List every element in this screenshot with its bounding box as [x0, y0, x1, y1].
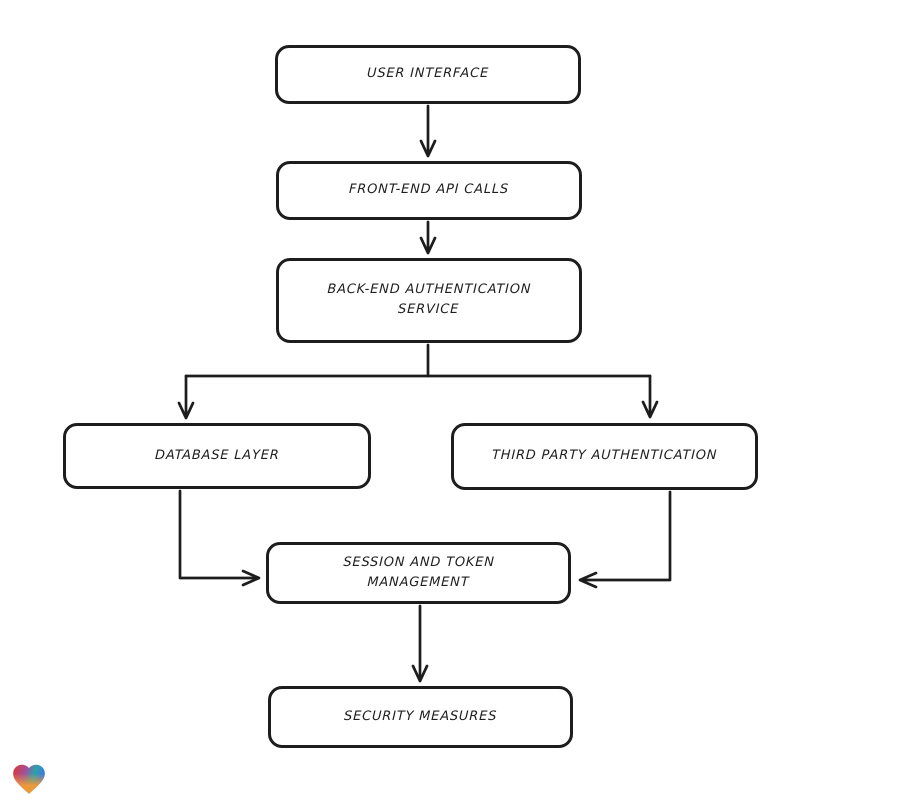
edge-back-end-branch[interactable]	[177, 343, 659, 420]
edge-user-interface-to-front-end[interactable]	[419, 104, 437, 158]
node-user-interface[interactable]: USER INTERFACE	[275, 45, 581, 104]
node-database-layer-label: DATABASE LAYER	[154, 447, 280, 463]
node-front-end-api-calls[interactable]: FRONT-END API CALLS	[276, 161, 582, 220]
node-session-and-token-management-label: SESSION AND TOKEN MANAGEMENT	[342, 554, 495, 590]
edge-database-to-session[interactable]	[178, 489, 261, 587]
edge-front-end-to-back-end[interactable]	[419, 220, 437, 255]
node-security-measures[interactable]: SECURITY MEASURES	[268, 686, 573, 748]
node-user-interface-label: USER INTERFACE	[366, 66, 490, 82]
edge-third-party-to-session[interactable]	[578, 490, 672, 589]
heart-logo[interactable]	[10, 760, 48, 798]
node-third-party-authentication-label: THIRD PARTY AUTHENTICATION	[491, 448, 718, 464]
node-back-end-authentication-service-label: BACK-END AUTHENTICATION SERVICE	[327, 282, 532, 318]
node-front-end-api-calls-label: FRONT-END API CALLS	[348, 182, 510, 198]
node-session-and-token-management[interactable]: SESSION AND TOKEN MANAGEMENT	[266, 542, 571, 604]
node-third-party-authentication[interactable]: THIRD PARTY AUTHENTICATION	[451, 423, 758, 490]
node-database-layer[interactable]: DATABASE LAYER	[63, 423, 371, 489]
edge-session-to-security[interactable]	[411, 604, 429, 683]
node-back-end-authentication-service[interactable]: BACK-END AUTHENTICATION SERVICE	[276, 258, 582, 343]
node-security-measures-label: SECURITY MEASURES	[343, 708, 498, 724]
